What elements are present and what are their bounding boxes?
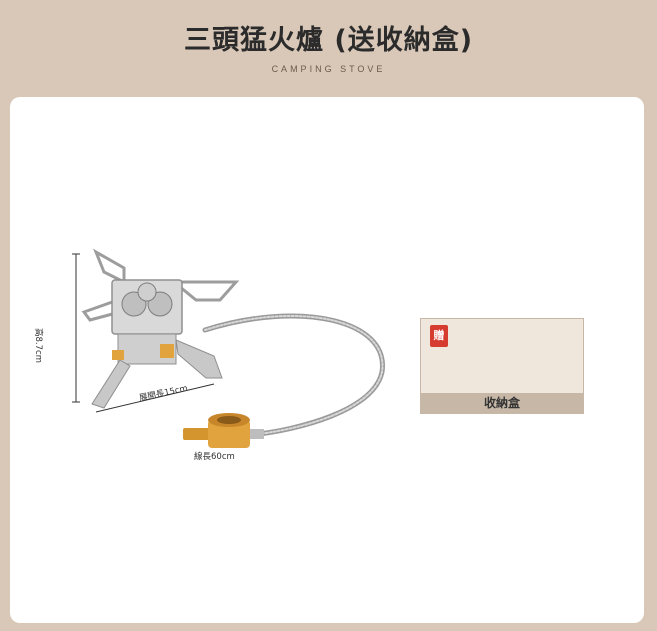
page-header: 三頭猛火爐 (送收納盒) CAMPING STOVE <box>0 0 657 96</box>
hose-length-label: 線長60cm <box>194 452 235 462</box>
gift-badge: 贈 <box>430 325 448 347</box>
height-dimension-line <box>72 253 80 403</box>
gift-box-panel: 贈 收納盒 <box>420 318 584 414</box>
stove-icon <box>81 248 240 409</box>
gift-label: 收納盒 <box>421 393 583 413</box>
height-label: 高8.7cm <box>33 328 43 363</box>
gas-valve-icon <box>183 413 264 448</box>
page-subtitle: CAMPING STOVE <box>271 64 386 74</box>
page-title: 三頭猛火爐 (送收納盒) <box>183 25 474 56</box>
width-dimension-line <box>95 383 215 413</box>
